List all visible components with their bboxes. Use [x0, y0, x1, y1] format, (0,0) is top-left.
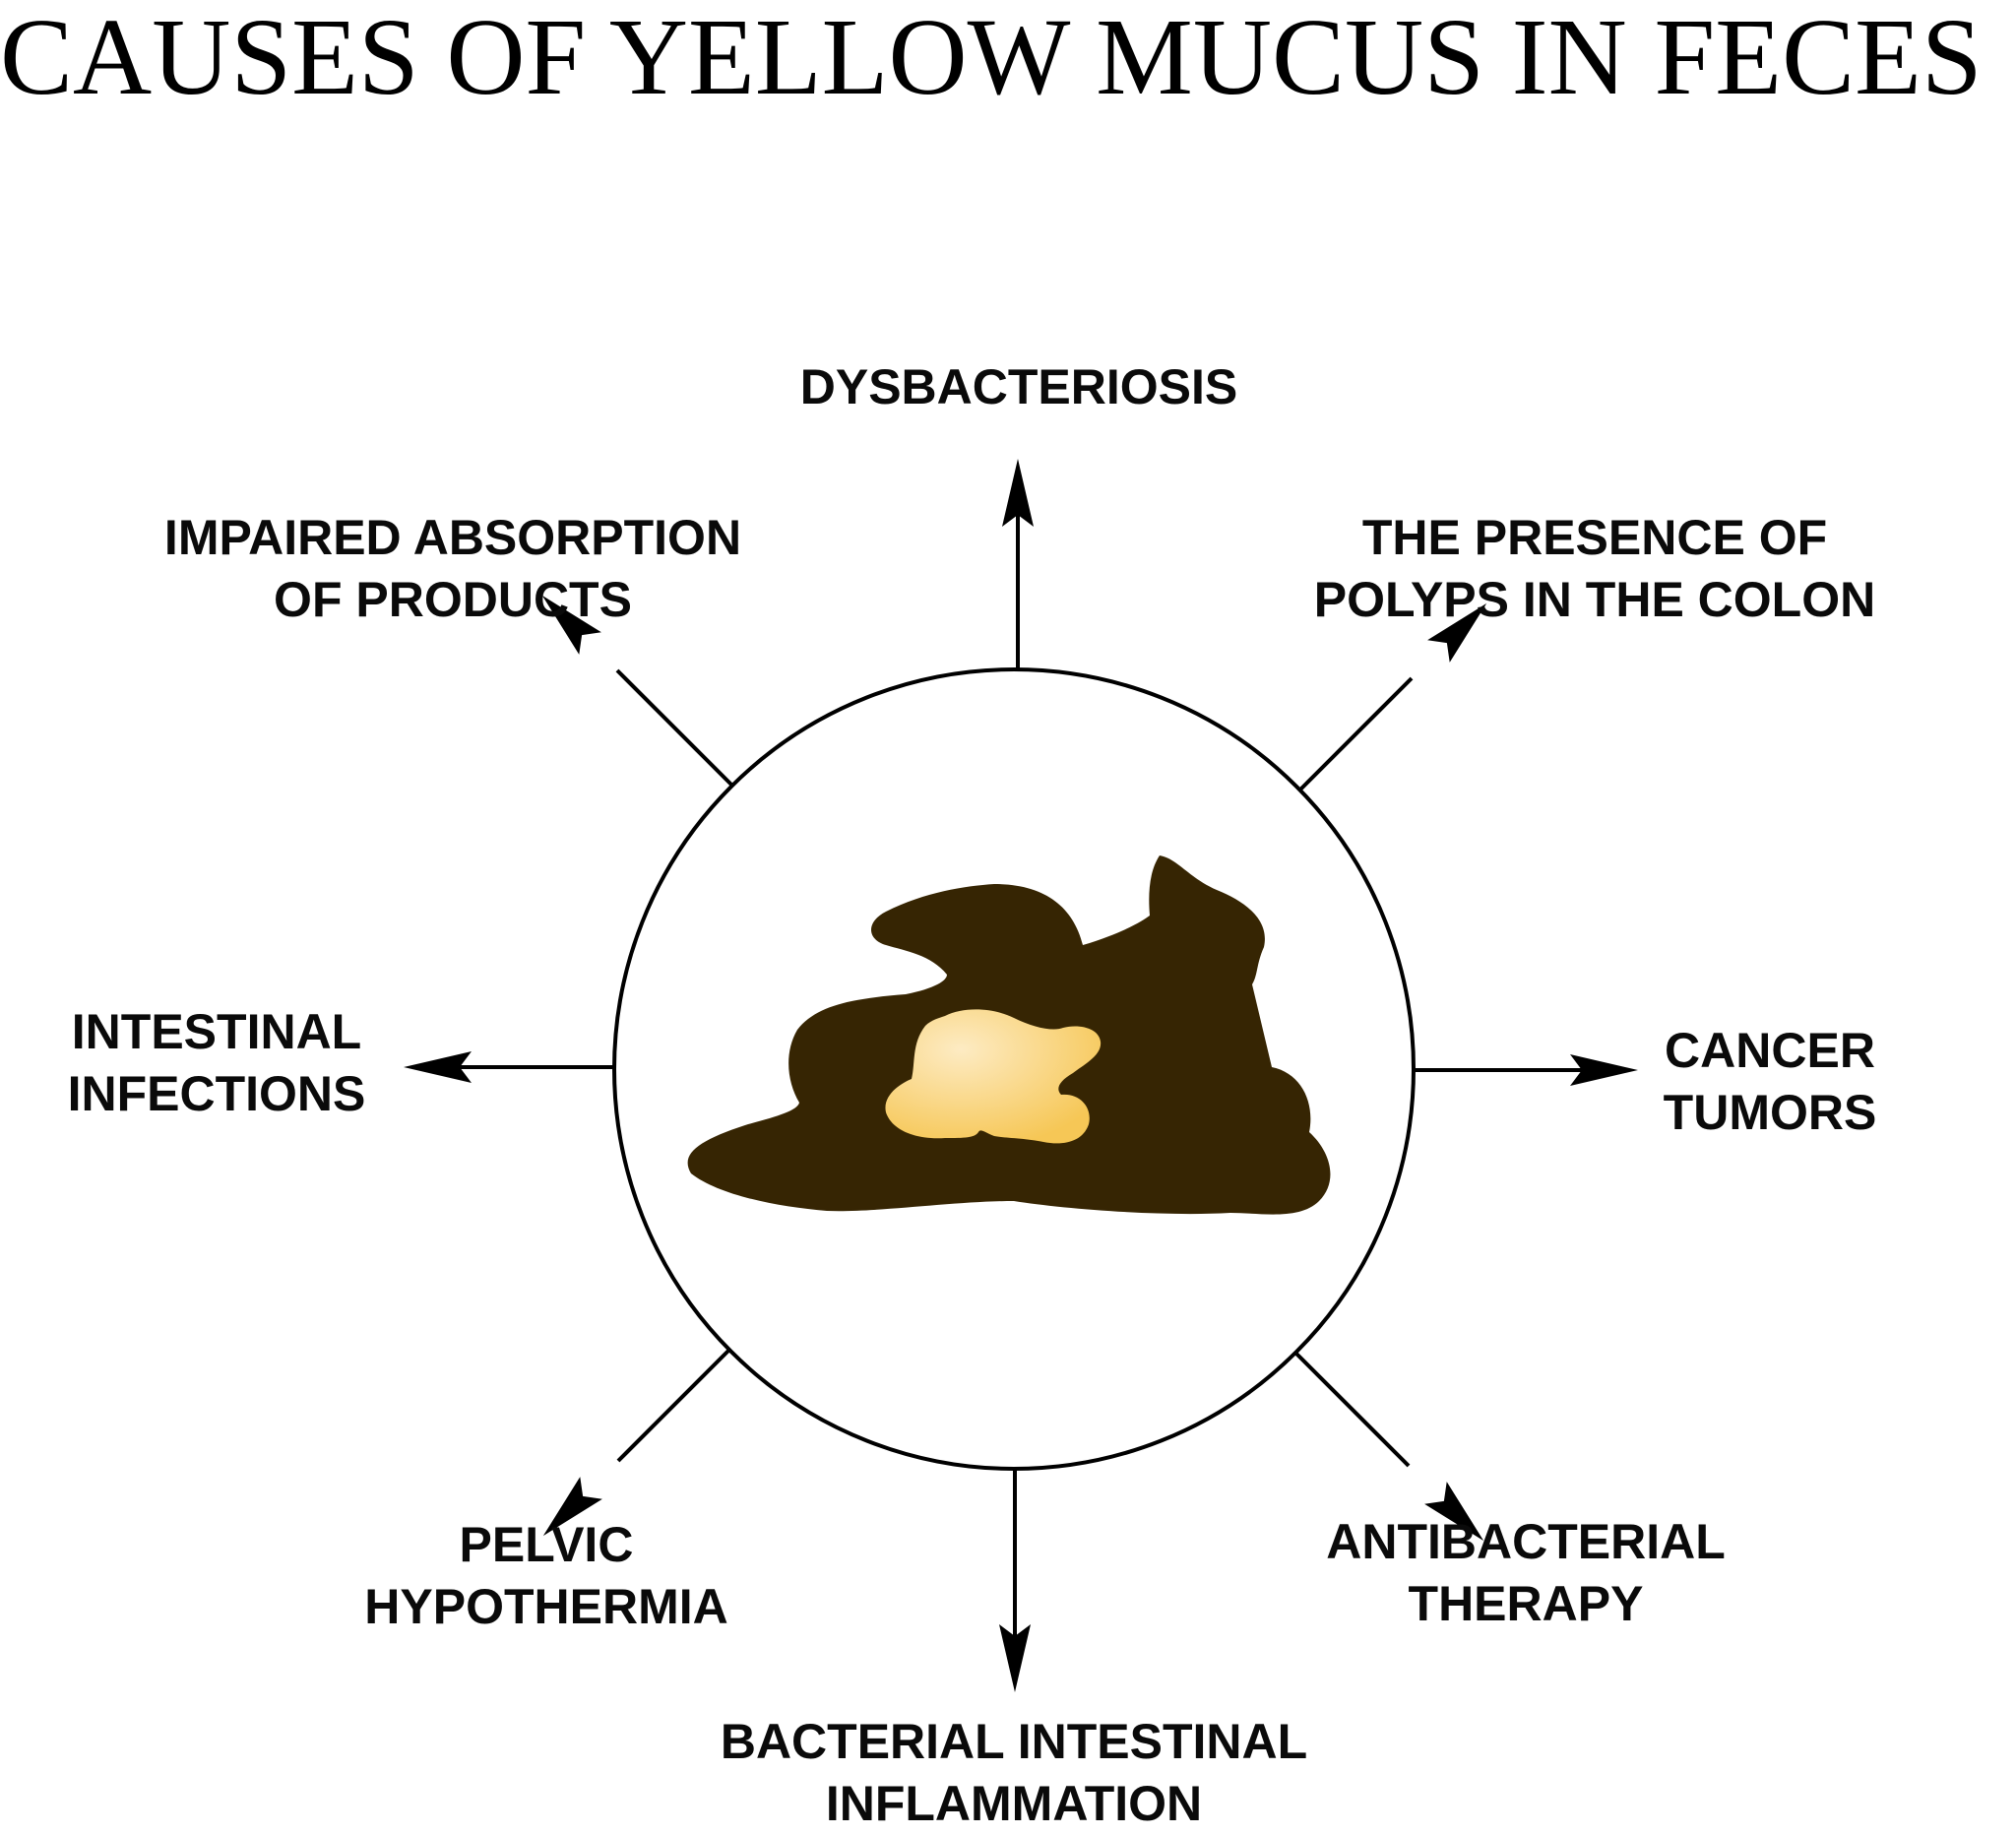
arrow-line-top-right	[1298, 676, 1414, 791]
yellow-mucus-shape	[885, 1009, 1102, 1144]
cause-label-line: IMPAIRED ABSORPTION	[163, 510, 742, 565]
cause-label-dysbacteriosis: DYSBACTERIOSIS	[689, 356, 1349, 418]
feces-with-yellow-mucus-icon	[687, 855, 1331, 1215]
arrowheads-group	[404, 459, 1638, 1692]
cause-label-cancer-tumors: CANCER TUMORS	[1632, 1020, 1908, 1144]
arrowhead-left	[404, 1051, 472, 1083]
cause-label-line: HYPOTHERMIA	[364, 1579, 728, 1634]
diagram-title: CAUSES OF YELLOW MUCUS IN FECES	[0, 0, 1983, 118]
cause-label-line: THE PRESENCE OF	[1361, 510, 1828, 565]
cause-label-line: ANTIBACTERIAL	[1326, 1514, 1726, 1569]
arrow-line-bottom-left	[616, 1348, 731, 1463]
arrow-line-top-left	[615, 668, 733, 787]
arrowhead-bottom-right	[1424, 1482, 1484, 1542]
arrow-line-bottom-right	[1292, 1350, 1411, 1468]
cause-label-line: INFECTIONS	[67, 1066, 366, 1121]
cause-label-line: PELVIC	[459, 1517, 634, 1572]
arrowhead-right	[1570, 1054, 1638, 1086]
cause-label-line: OF PRODUCTS	[274, 572, 632, 627]
cause-label-impaired-absorption: IMPAIRED ABSORPTION OF PRODUCTS	[118, 507, 788, 631]
cause-label-bacterial-inflammation: BACTERIAL INTESTINAL INFLAMMATION	[679, 1711, 1349, 1835]
cause-label-line: TUMORS	[1663, 1085, 1877, 1140]
arrowhead-bottom-left	[542, 1477, 602, 1537]
cause-label-antibacterial-therapy: ANTIBACTERIAL THERAPY	[1290, 1511, 1762, 1635]
cause-label-line: POLYPS IN THE COLON	[1313, 572, 1876, 627]
arrows-group	[449, 512, 1585, 1639]
cause-label-line: INFLAMMATION	[825, 1776, 1203, 1831]
cause-label-pelvic-hypothermia: PELVIC HYPOTHERMIA	[325, 1514, 768, 1638]
arrowhead-top-right	[1427, 602, 1487, 663]
arrowhead-bottom	[999, 1624, 1031, 1692]
cause-label-polyps: THE PRESENCE OF POLYPS IN THE COLON	[1280, 507, 1910, 631]
cause-label-line: DYSBACTERIOSIS	[799, 359, 1238, 414]
cause-label-line: CANCER	[1665, 1023, 1875, 1078]
cause-label-line: THERAPY	[1408, 1576, 1644, 1631]
arrowhead-top-left	[541, 595, 601, 655]
cause-label-line: INTESTINAL	[71, 1004, 362, 1059]
cause-label-intestinal-infections: INTESTINAL INFECTIONS	[39, 1001, 394, 1125]
arrowhead-top	[1002, 459, 1034, 527]
cause-label-line: BACTERIAL INTESTINAL	[720, 1714, 1308, 1769]
